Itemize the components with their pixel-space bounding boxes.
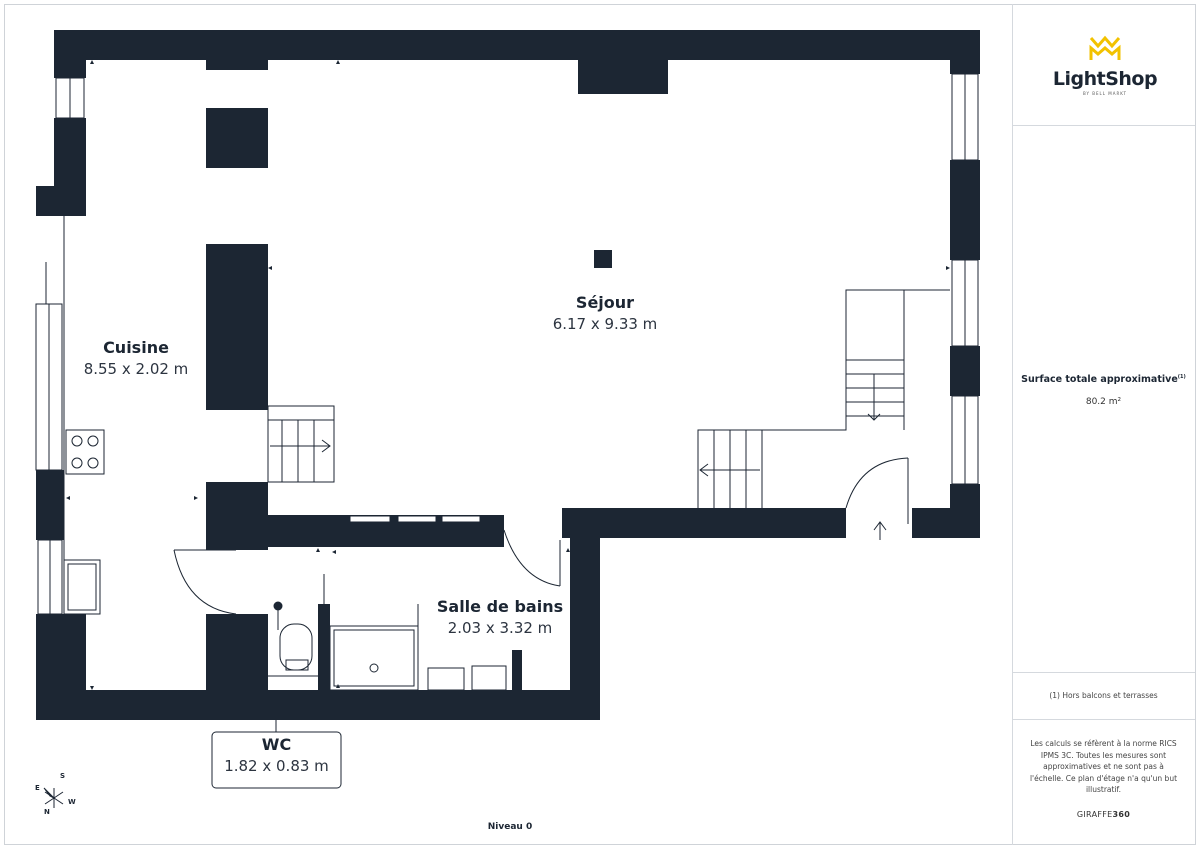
wall-interior (206, 614, 268, 720)
measure-ticks (66, 60, 950, 690)
lightshop-logo-icon (1089, 35, 1121, 60)
surface-value: 80.2 m² (1085, 397, 1122, 407)
room-salle-de-bains: Salle de bains 2.03 x 3.32 m (420, 597, 580, 637)
sink (63, 559, 101, 615)
cooktop (65, 429, 105, 475)
surface-note-ref: (1) (1177, 374, 1186, 380)
drain (273, 601, 283, 611)
door-wc (173, 549, 237, 615)
radiator (397, 515, 437, 523)
wall-left-notch (36, 186, 86, 216)
room-name: Salle de bains (436, 597, 564, 616)
wall-right-bottom (912, 508, 980, 538)
compass-icon (43, 787, 64, 808)
pillar (594, 250, 612, 268)
room-dims: 1.82 x 0.83 m (224, 757, 329, 775)
walls (36, 30, 980, 720)
basin (471, 665, 507, 691)
bath-fixtures (268, 574, 507, 691)
doors (173, 457, 909, 615)
wall-left (36, 470, 64, 540)
wall-right (950, 160, 980, 260)
sidebar-divider (1012, 4, 1013, 845)
brand-name: LightShop (1052, 68, 1158, 90)
level-label: Niveau 0 (487, 822, 533, 832)
compass-w: W (68, 798, 76, 806)
door-bath (503, 529, 561, 587)
compass-s: S (60, 772, 66, 780)
room-name: Séjour (575, 293, 635, 312)
stairs-center (267, 405, 335, 483)
sidebar-separator (1012, 719, 1195, 720)
radiator (349, 515, 391, 523)
surface-footnote: (1) Hors balcons et terrasses (1049, 691, 1158, 700)
surface-label: Surface totale approximative(1) (1012, 374, 1195, 385)
wall-right (950, 346, 980, 396)
wall-interior (570, 530, 600, 720)
room-dims: 2.03 x 3.32 m (447, 619, 553, 637)
wall-interior (206, 482, 268, 550)
wall-interior (512, 650, 522, 720)
compass-n: N (44, 808, 50, 816)
compass-e: E (35, 784, 40, 792)
room-cuisine: Cuisine 8.55 x 2.02 m (56, 338, 216, 378)
wall-top (54, 30, 980, 60)
credit-prefix: GIRAFFE (1076, 810, 1113, 819)
surface-label-text: Surface totale approximative (1021, 374, 1178, 386)
room-name: Cuisine (103, 338, 169, 357)
wall-right (950, 30, 980, 74)
sidebar-separator (1012, 125, 1195, 126)
radiator (441, 515, 481, 523)
basin (427, 667, 465, 691)
pillar (206, 108, 268, 168)
wall-interior (562, 508, 846, 538)
toilet (279, 623, 313, 671)
wc-label-box (211, 731, 342, 789)
wall-left (54, 30, 86, 78)
credit: GIRAFFE360 (1012, 810, 1195, 819)
sidebar-separator (1012, 672, 1195, 673)
room-wc: WC 1.82 x 0.83 m (212, 735, 341, 775)
disclaimer-text: Les calculs se réfèrent à la norme RICS … (1029, 739, 1178, 794)
room-dims: 8.55 x 2.02 m (83, 360, 189, 378)
shower (329, 625, 419, 691)
room-name: WC (261, 735, 292, 754)
window-mullions (38, 74, 966, 690)
wall-protrusion (578, 60, 668, 94)
room-dims: 6.17 x 9.33 m (552, 315, 658, 333)
kitchen-fixtures (63, 429, 105, 615)
credit-suffix: 360 (1112, 810, 1131, 819)
page-frame (4, 4, 1196, 845)
pillar (206, 244, 268, 410)
door-entry (845, 457, 909, 509)
stairs-right (697, 289, 950, 508)
wall-interior (318, 604, 330, 720)
wall-protrusion (206, 60, 268, 70)
brand-logo: LightShop BY BELL MARKT (1030, 34, 1180, 96)
room-sejour: Séjour 6.17 x 9.33 m (520, 293, 690, 333)
brand-subtitle: BY BELL MARKT (1083, 91, 1127, 96)
